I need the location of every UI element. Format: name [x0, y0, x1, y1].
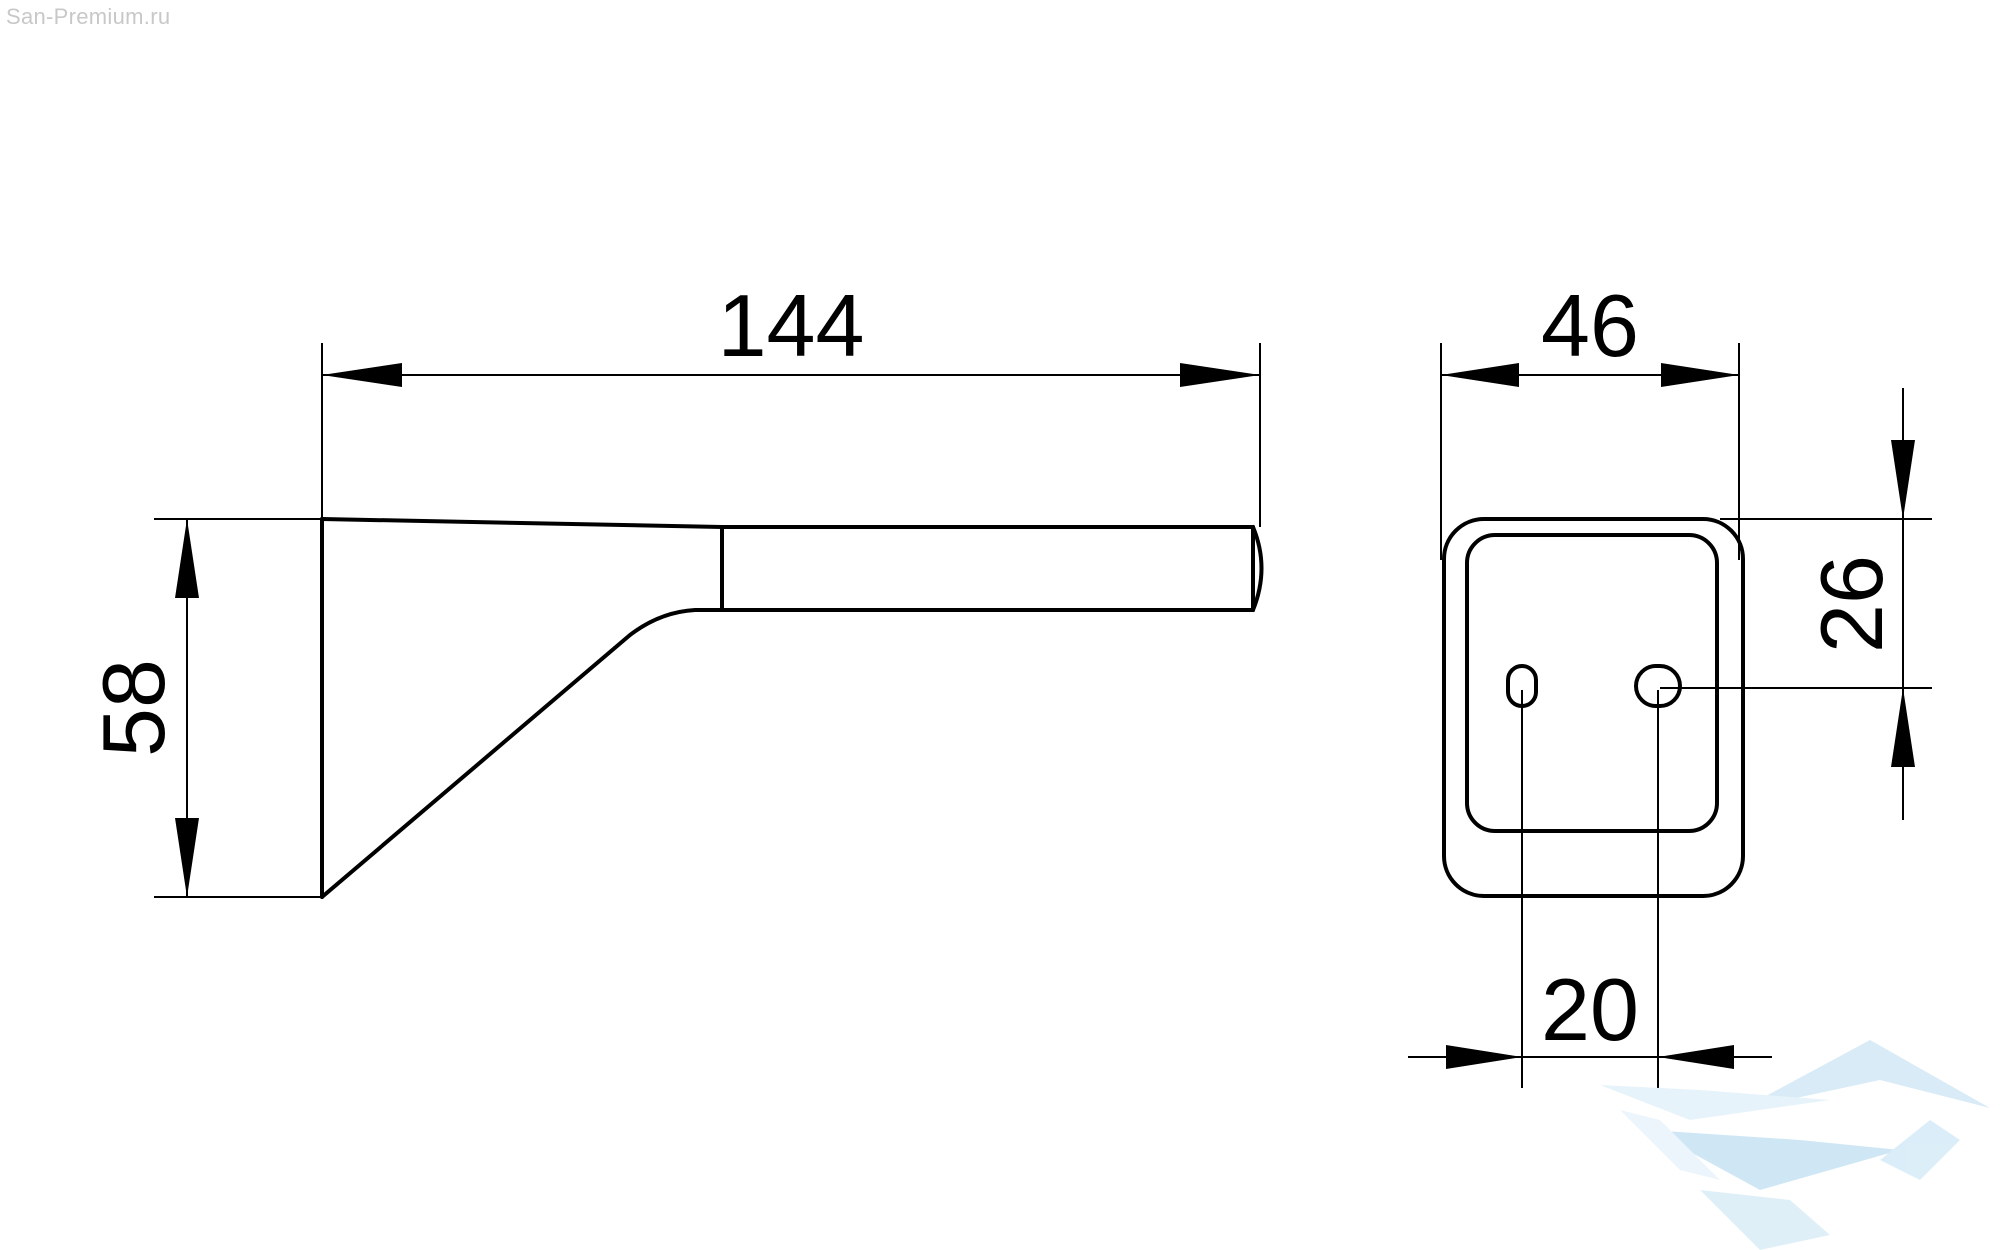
- inner-plate: [1465, 533, 1719, 833]
- hole-spacing-label: 20: [1541, 960, 1639, 1059]
- front-width-dimension: 46: [1440, 276, 1740, 560]
- side-view-outline: [320, 517, 1264, 899]
- front-width-label: 46: [1541, 276, 1639, 375]
- arrowhead-left: [322, 363, 402, 387]
- arrowhead-right: [1446, 1045, 1522, 1069]
- bathtub-logo-icon: [1600, 1040, 1990, 1250]
- outer-plate: [1442, 517, 1745, 898]
- arrowhead-right: [1180, 363, 1260, 387]
- arrowhead-down: [1891, 440, 1915, 519]
- hole-offset-label: 26: [1802, 555, 1901, 653]
- front-view: 46 26 20: [1408, 276, 1932, 1088]
- side-width-label: 144: [718, 276, 865, 375]
- hole-spacing-dimension: 20: [1408, 690, 1772, 1088]
- side-view: 144 58: [84, 276, 1264, 899]
- arrowhead-right: [1661, 363, 1739, 387]
- side-height-dimension: 58: [84, 518, 322, 898]
- arrowhead-left: [1658, 1045, 1734, 1069]
- arrowhead-up: [1891, 688, 1915, 767]
- arrowhead-down: [175, 818, 199, 897]
- arrowhead-up: [175, 519, 199, 598]
- arrowhead-left: [1441, 363, 1519, 387]
- side-width-dimension: 144: [321, 276, 1261, 527]
- side-height-label: 58: [84, 659, 183, 757]
- hole-offset-dimension: 26: [1660, 388, 1932, 820]
- watermark-text: San-Premium.ru: [6, 4, 171, 29]
